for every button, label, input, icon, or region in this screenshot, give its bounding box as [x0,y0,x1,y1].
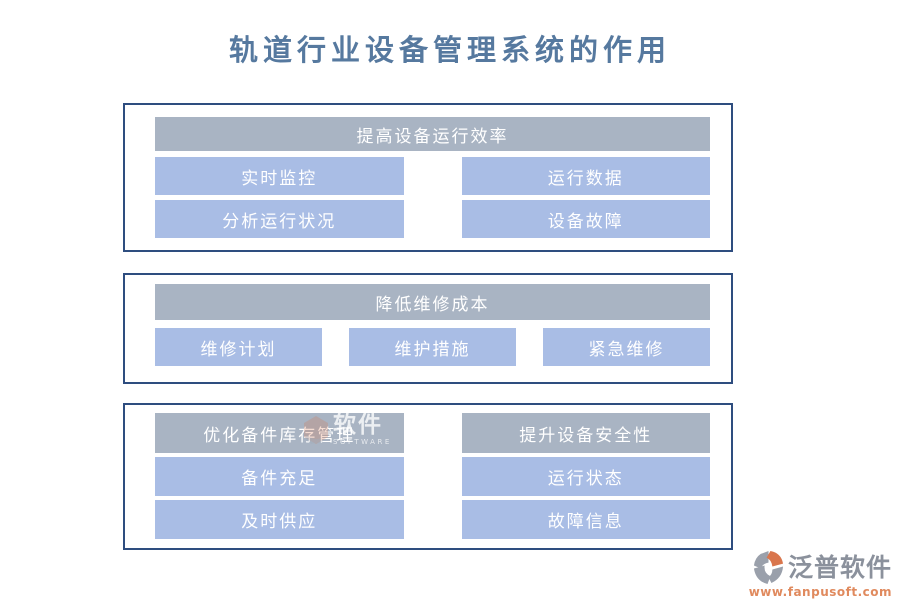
item-maintenance-plan: 维修计划 [155,328,322,366]
item-fault-information: 故障信息 [461,500,710,539]
section-bottom-columns: 优化备件库存管理 备件充足 及时供应 提升设备安全性 运行状态 故障信息 [155,413,710,539]
section-maintenance-cost-panel: 降低维修成本 维修计划 维护措施 紧急维修 [123,273,733,384]
fanpu-logo-url: www.fanpusoft.com [748,585,892,599]
section-maintenance-cost-items: 维修计划 维护措施 紧急维修 [155,328,710,366]
fanpu-logo-icon [753,551,784,584]
item-operating-status: 运行状态 [461,457,710,496]
column-equipment-safety: 提升设备安全性 运行状态 故障信息 [461,413,710,539]
item-operating-data: 运行数据 [461,157,710,195]
item-sufficient-spares: 备件充足 [155,457,404,496]
column-equipment-safety-header: 提升设备安全性 [461,413,710,453]
item-emergency-repair: 紧急维修 [543,328,710,366]
column-spare-parts-header: 优化备件库存管理 [155,413,404,453]
section-bottom-panel: 优化备件库存管理 备件充足 及时供应 提升设备安全性 运行状态 故障信息 [123,403,733,550]
page-title: 轨道行业设备管理系统的作用 [228,33,671,67]
column-spare-parts: 优化备件库存管理 备件充足 及时供应 [155,413,404,539]
section-efficiency-panel: 提高设备运行效率 实时监控 运行数据 分析运行状况 设备故障 [123,103,733,252]
fanpu-logo: 泛普软件 www.fanpusoft.com [749,550,892,598]
fanpu-logo-row: 泛普软件 [752,550,892,585]
item-analyze-operating-status: 分析运行状况 [155,200,404,238]
section-maintenance-cost-header: 降低维修成本 [155,284,710,320]
item-maintenance-measures: 维护措施 [349,328,516,366]
fanpu-logo-name: 泛普软件 [787,553,892,582]
item-equipment-failure: 设备故障 [461,200,710,238]
section-efficiency-header: 提高设备运行效率 [155,117,710,151]
item-timely-supply: 及时供应 [155,500,404,539]
section-efficiency-items: 实时监控 运行数据 分析运行状况 设备故障 [155,157,710,238]
item-realtime-monitoring: 实时监控 [155,157,404,195]
